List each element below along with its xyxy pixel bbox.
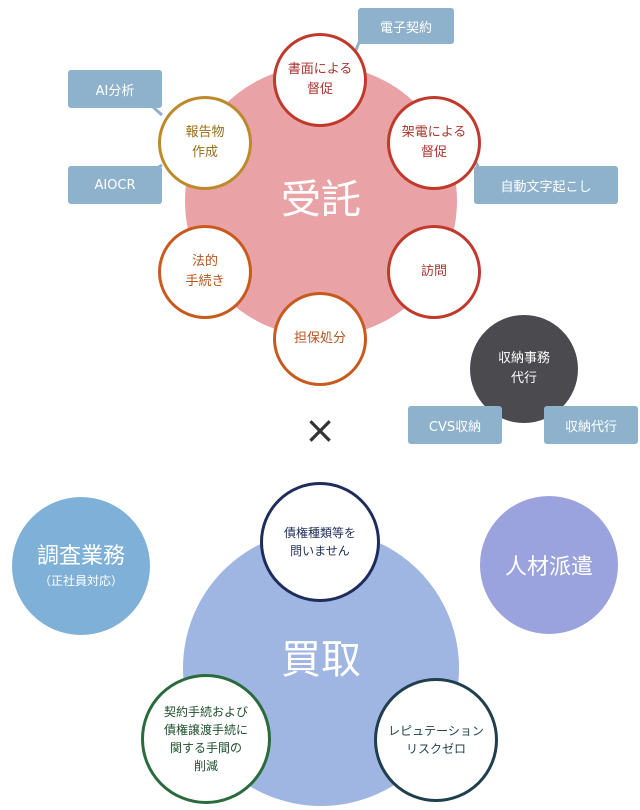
investigation-title: 調査業務 [36,544,125,569]
node-collateral: 担保処分 [273,292,367,386]
node-reputation: レピュテーション リスクゼロ [374,678,498,802]
node-legal: 法的 手続き [158,225,252,319]
node-written-demand: 書面による 督促 [273,33,367,127]
tag-auto-transcribe: 自動文字起こし [474,166,618,204]
investigation-bubble: 調査業務 （正社員対応） [12,497,150,635]
collection-agent-label: 収納事務 代行 [497,351,550,386]
collection-agent-circle: 収納事務 代行 [470,315,578,423]
purchase-label: 買取 [281,637,361,683]
node-visit: 訪問 [387,225,481,319]
node-any-claim-label: 債権種類等を 問いません [283,526,356,558]
tag-aiocr: AIOCR [68,166,162,204]
node-report: 報告物 作成 [158,96,252,190]
tag-agency: 収納代行 [544,406,638,444]
node-written-demand-label: 書面による 督促 [287,62,353,97]
node-reduce: 契約手続および 債権譲渡手続に 関する手間の 削減 [141,674,271,804]
node-phone-demand-label: 架電による 督促 [401,125,467,160]
entrust-label: 受託 [281,177,361,223]
investigation-sub: （正社員対応） [38,574,123,588]
node-reduce-label: 契約手続および 債権譲渡手続に 関する手間の 削減 [163,705,248,773]
node-collateral-label: 担保処分 [293,331,346,346]
node-visit-label: 訪問 [420,264,447,279]
node-legal-label: 法的 手続き [185,254,225,289]
node-reputation-label: レピュテーション リスクゼロ [388,724,484,756]
node-report-label: 報告物 作成 [185,125,225,160]
node-phone-demand: 架電による 督促 [387,96,481,190]
tag-cvs: CVS収納 [408,406,502,444]
times-symbol: × [304,408,336,452]
staffing-bubble: 人材派遣 [480,496,618,634]
tag-e-contract: 電子契約 [358,8,454,44]
staffing-title: 人材派遣 [504,555,593,580]
node-any-claim: 債権種類等を 問いません [260,482,380,602]
tag-ai-analysis: AI分析 [68,70,162,108]
